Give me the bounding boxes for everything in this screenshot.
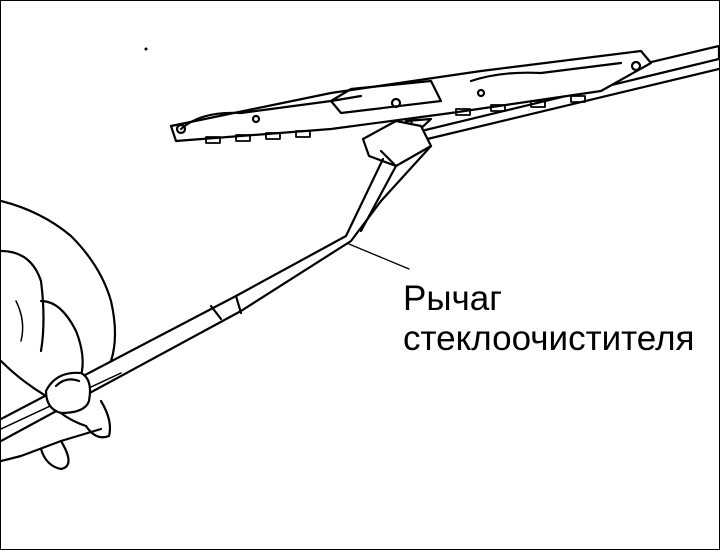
- callout-label-line2: стеклоочистителя: [403, 319, 695, 358]
- speck: [144, 47, 148, 51]
- callout-label-line1: Рычаг: [403, 279, 502, 318]
- wiper-blade: [169, 44, 719, 144]
- wiper-arm: [1, 119, 433, 463]
- callout-leader-line: [348, 243, 410, 270]
- hand: [1, 199, 117, 471]
